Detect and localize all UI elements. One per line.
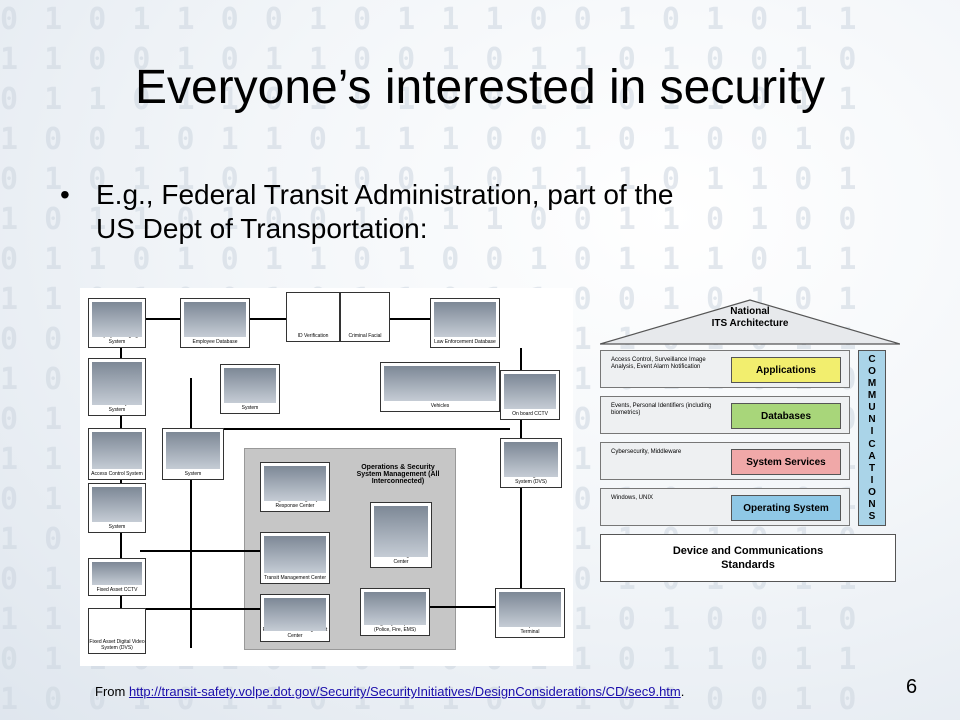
system-box: Mobile Responder Data Terminal [495, 588, 565, 638]
bullet-line-1: E.g., Federal Transit Administration, pa… [96, 179, 674, 210]
system-box: Remote Transit Management Center [260, 594, 330, 642]
bullet-line-2: US Dept of Transportation: [96, 213, 428, 244]
system-box: Transit Management Center [260, 532, 330, 584]
operations-management-label: Operations & Security System Management … [356, 464, 440, 485]
system-box: Fixed Asset Digital Video System (DVS) [88, 608, 146, 654]
system-box: Emergency Responders (Police, Fire, EMS) [360, 588, 430, 636]
system-picture [264, 466, 326, 501]
system-picture [264, 598, 326, 631]
system-box: ID Verification [286, 292, 340, 342]
layer-databases-label: Databases [731, 403, 841, 429]
connector-line [400, 606, 500, 608]
system-picture [374, 506, 428, 557]
system-box: Law Enforcement Database [430, 298, 500, 348]
system-picture [364, 592, 426, 625]
its-architecture-diagram: National ITS Architecture Access Control… [600, 298, 910, 598]
system-box: Access Control System [88, 428, 146, 480]
system-box: Intrusion Detection System [88, 483, 146, 533]
layer-system-services: Cybersecurity, Middleware System Service… [600, 442, 850, 480]
system-box: On board Digital Video System (DVS) [500, 438, 562, 488]
system-picture [92, 562, 142, 585]
system-picture [92, 362, 142, 405]
page-number: 6 [906, 676, 918, 698]
layer-operating-system-label: Operating System [731, 495, 841, 521]
layer-applications: Access Control, Surveillance Image Analy… [600, 350, 850, 388]
system-box: Fixed Asset CCTV [88, 558, 146, 596]
system-picture [434, 302, 496, 337]
bullet-dot-icon: • [60, 179, 70, 210]
system-box: Traveler Information System [220, 364, 280, 414]
system-picture [504, 442, 558, 477]
slide-title: Everyone’s interested in security [134, 61, 826, 114]
architecture-roof [600, 299, 900, 345]
system-picture [92, 432, 142, 469]
system-box: Criminal Facial [340, 292, 390, 342]
system-picture [499, 592, 561, 627]
connector-line [140, 608, 260, 610]
layer-databases: Events, Personal Identifiers (including … [600, 396, 850, 434]
connector-line [340, 318, 440, 320]
connector-line [190, 378, 192, 648]
system-picture [184, 302, 246, 337]
system-box: Regional Emergency Response Center [260, 462, 330, 512]
system-picture [264, 536, 326, 573]
system-box: Traffic Management Center [370, 502, 432, 568]
source-footer: From http://transit-safety.volpe.dot.gov… [95, 684, 685, 699]
connector-line [120, 318, 190, 320]
layer-system-services-label: System Services [731, 449, 841, 475]
source-link[interactable]: http://transit-safety.volpe.dot.gov/Secu… [128, 684, 681, 699]
system-picture [384, 366, 496, 401]
layer-operating-system: Windows, UNIX Operating System [600, 488, 850, 526]
system-picture [504, 374, 556, 409]
transit-security-systems-diagram: Operations & Security System Management … [80, 288, 573, 666]
connector-line [190, 428, 510, 430]
connector-line [140, 550, 260, 552]
layer-applications-label: Applications [731, 357, 841, 383]
device-communications-standards: Device and Communications Standards [600, 534, 896, 582]
communications-column: C O M M U N I C A T I O N S [858, 350, 886, 526]
system-picture [92, 487, 142, 522]
roof-label: National ITS Architecture [711, 306, 789, 329]
system-box: Chemical Detection System [162, 428, 224, 480]
system-box: Vehicles [380, 362, 500, 412]
security-architecture-figure: Operations & Security System Management … [80, 288, 908, 668]
system-picture [224, 368, 276, 403]
system-box: On board CCTV [500, 370, 560, 420]
connector-line [230, 318, 290, 320]
system-box: Employee Badging System [88, 298, 146, 348]
system-picture [92, 302, 142, 337]
system-box: Employee Database [180, 298, 250, 348]
bullet-point: • E.g., Federal Transit Administration, … [60, 178, 900, 246]
system-box: Electronic Payment System [88, 358, 146, 416]
bullet-text: E.g., Federal Transit Administration, pa… [96, 178, 673, 246]
system-picture [166, 432, 220, 469]
